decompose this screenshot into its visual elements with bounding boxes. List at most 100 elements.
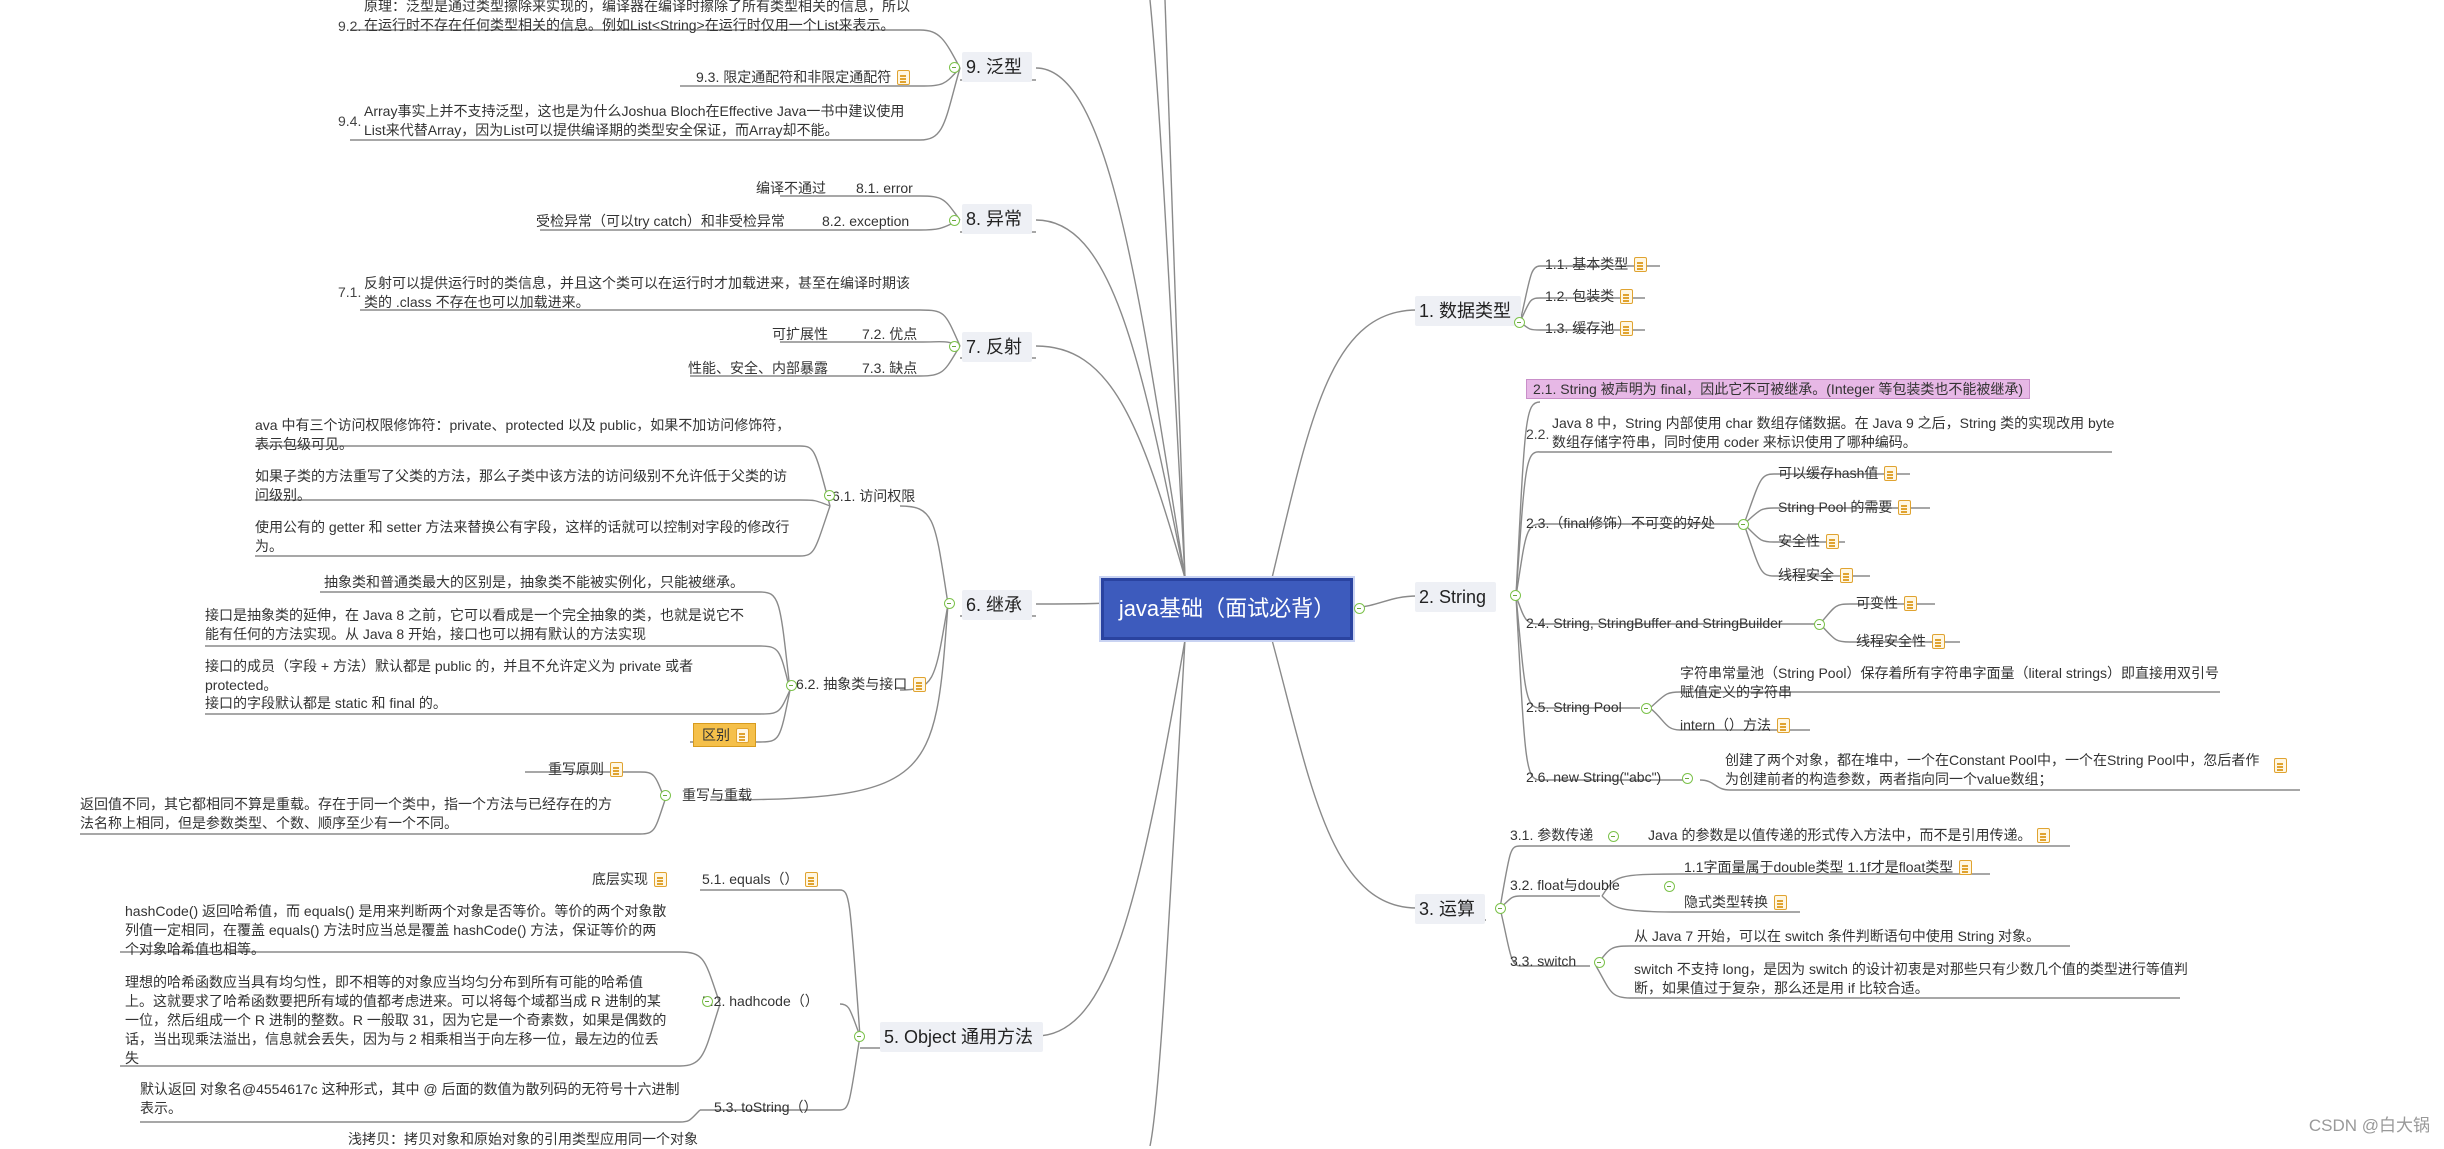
note-icon[interactable] (1904, 596, 1917, 611)
collapse-toggle-icon[interactable] (824, 490, 835, 501)
node-float-literal[interactable]: 1.1字面量属于double类型 1.1f才是float类型 (1684, 858, 1973, 877)
node-overload-detail[interactable]: 返回值不同，其它都相同不算是重载。存在于同一个类中，指一个方法与已经存在的方法名… (80, 796, 612, 831)
branch-generics[interactable]: 9. 泛型 (962, 52, 1033, 82)
collapse-toggle-icon[interactable] (1814, 619, 1825, 630)
note-icon[interactable] (736, 728, 749, 743)
node-intern-method[interactable]: intern（）方法 (1680, 716, 1791, 735)
note-icon[interactable] (804, 872, 818, 887)
branch-exceptions[interactable]: 8. 异常 (962, 204, 1033, 234)
note-icon[interactable] (2037, 828, 2051, 843)
node-interface-members[interactable]: 接口的成员（字段 + 方法）默认都是 public 的，并且不允许定义为 pri… (205, 658, 694, 693)
node-switch[interactable]: 3.3. switch (1510, 953, 1577, 969)
collapse-toggle-icon[interactable] (1682, 773, 1693, 784)
collapse-toggle-icon[interactable] (944, 598, 955, 609)
node-new-string-detail[interactable]: 创建了两个对象，都在堆中，一个在Constant Pool中，一个在String… (1725, 752, 2260, 787)
branch-data-types[interactable]: 1. 数据类型 (1415, 296, 1522, 326)
branch-string[interactable]: 2. String (1415, 582, 1497, 612)
node-thread-safe[interactable]: 线程安全 (1778, 566, 1853, 585)
node-pass-by-value[interactable]: Java 的参数是以值传递的形式传入方法中，而不是引用传递。 (1648, 826, 2051, 845)
note-icon[interactable] (1777, 718, 1791, 733)
collapse-toggle-icon[interactable] (854, 1031, 865, 1042)
node-wrapper-class[interactable]: 1.2. 包装类 (1545, 287, 1634, 306)
note-icon[interactable] (654, 872, 667, 887)
collapse-toggle-icon[interactable] (1510, 590, 1521, 601)
node-basic-types[interactable]: 1.1. 基本类型 (1545, 255, 1648, 274)
node-mutability[interactable]: 可变性 (1856, 594, 1917, 613)
note-icon[interactable] (1840, 568, 1853, 583)
node-security[interactable]: 安全性 (1778, 532, 1839, 551)
collapse-toggle-icon[interactable] (1608, 831, 1619, 842)
node-param-passing[interactable]: 3.1. 参数传递 (1510, 827, 1594, 843)
note-icon[interactable] (610, 762, 623, 777)
collapse-toggle-icon[interactable] (786, 680, 797, 691)
branch-object-methods[interactable]: 5. Object 通用方法 (880, 1022, 1044, 1052)
collapse-toggle-icon[interactable] (1664, 881, 1675, 892)
node-cons-detail[interactable]: 性能、安全、内部暴露 (688, 360, 828, 376)
node-getter-setter[interactable]: 使用公有的 getter 和 setter 方法来替换公有字段，这样的话就可以控… (255, 519, 790, 554)
node-extensibility[interactable]: 可扩展性 (772, 326, 828, 342)
collapse-toggle-icon[interactable] (949, 341, 960, 352)
node-compile-fail[interactable]: 编译不通过 (756, 180, 826, 196)
node-string-pool[interactable]: 2.5. String Pool (1526, 699, 1622, 715)
node-abstract-class[interactable]: 抽象类和普通类最大的区别是，抽象类不能被实例化，只能被继承。 (324, 574, 744, 590)
node-hashcode-equals[interactable]: hashCode() 返回哈希值，而 equals() 是用来判断两个对象是否等… (125, 903, 667, 957)
collapse-toggle-icon[interactable] (949, 215, 960, 226)
difference-label-tag[interactable]: 区别 (693, 723, 756, 747)
node-cons[interactable]: 7.3. 缺点 (862, 360, 918, 376)
branch-operations[interactable]: 3. 运算 (1415, 894, 1486, 924)
note-icon[interactable] (1634, 257, 1648, 272)
root-topic[interactable]: java基础（面试必背） (1101, 578, 1353, 640)
note-icon[interactable] (1932, 634, 1945, 649)
collapse-toggle-icon[interactable] (1641, 703, 1652, 714)
node-switch-long[interactable]: switch 不支持 long，是因为 switch 的设计初衷是对那些只有少数… (1634, 961, 2188, 996)
node-interface-fields[interactable]: 接口的字段默认都是 static 和 final 的。 (205, 695, 447, 711)
node-equals[interactable]: 5.1. equals（） (702, 870, 818, 889)
node-pros[interactable]: 7.2. 优点 (862, 326, 918, 342)
collapse-toggle-icon[interactable] (1354, 603, 1365, 614)
collapse-toggle-icon[interactable] (949, 62, 960, 73)
collapse-toggle-icon[interactable] (1495, 903, 1506, 914)
node-switch-string[interactable]: 从 Java 7 开始，可以在 switch 条件判断语句中使用 String … (1634, 928, 2041, 944)
node-thread-safety[interactable]: 线程安全性 (1856, 632, 1945, 651)
node-constant-pool[interactable]: 字符串常量池（String Pool）保存着所有字符串字面量（literal s… (1680, 665, 2220, 700)
node-new-string[interactable]: 2.6. new String("abc") (1526, 769, 1662, 785)
node-interface-extension[interactable]: 接口是抽象类的延伸，在 Java 8 之前，它可以看成是一个完全抽象的类，也就是… (205, 607, 745, 642)
node-override-rules[interactable]: 重写原则 (548, 760, 623, 779)
collapse-toggle-icon[interactable] (702, 996, 713, 1007)
collapse-toggle-icon[interactable] (1738, 519, 1749, 530)
note-icon[interactable] (1898, 500, 1912, 515)
node-cache-hash[interactable]: 可以缓存hash值 (1778, 464, 1898, 483)
note-icon[interactable] (1959, 860, 1973, 875)
node-tostring[interactable]: 5.3. toString（） (714, 1099, 818, 1115)
node-immutable-benefits[interactable]: 2.3.（final修饰）不可变的好处 (1526, 515, 1716, 531)
note-icon[interactable] (1826, 534, 1839, 549)
node-checked-unchecked[interactable]: 受检异常（可以try catch）和非受检异常 (536, 213, 785, 229)
note-icon[interactable] (1884, 466, 1898, 481)
note-icon[interactable] (1620, 321, 1634, 336)
note-icon[interactable] (2274, 758, 2287, 773)
node-implicit-cast[interactable]: 隐式类型转换 (1684, 893, 1787, 912)
node-tostring-default[interactable]: 默认返回 对象名@4554617c 这种形式，其中 @ 后面的数值为散列码的无符… (140, 1081, 680, 1116)
node-string-final[interactable]: 2.1. String 被声明为 final，因此它不可被继承。(Integer… (1526, 379, 2031, 399)
node-array-generics[interactable]: Array事实上并不支持泛型，这也是为什么Joshua Bloch在Effect… (364, 103, 905, 138)
node-reflection-runtime[interactable]: 反射可以提供运行时的类信息，并且这个类可以在运行时才加载进来，甚至在编译时期该类… (364, 275, 910, 310)
node-string-builder[interactable]: 2.4. String, StringBuffer and StringBuil… (1526, 615, 1783, 631)
node-string-pool-need[interactable]: String Pool 的需要 (1778, 498, 1912, 517)
node-error[interactable]: 8.1. error (856, 180, 913, 196)
note-icon[interactable] (1774, 895, 1787, 910)
node-hash-function[interactable]: 理想的哈希函数应当具有均匀性，即不相等的对象应当均匀分布到所有可能的哈希值上。这… (125, 974, 667, 1066)
node-string-storage[interactable]: Java 8 中，String 内部使用 char 数组存储数据。在 Java … (1552, 415, 2115, 450)
collapse-toggle-icon[interactable] (1514, 317, 1525, 328)
note-icon[interactable] (913, 677, 927, 692)
node-underlying-impl[interactable]: 底层实现 (592, 870, 667, 889)
node-cache-pool[interactable]: 1.3. 缓存池 (1545, 319, 1634, 338)
node-shallow-copy[interactable]: 浅拷贝：拷贝对象和原始对象的引用类型应用同一个对象 (348, 1131, 698, 1147)
node-wildcards[interactable]: 9.3. 限定通配符和非限定通配符 (696, 68, 911, 87)
node-access-modifiers[interactable]: ava 中有三个访问权限修饰符：private、protected 以及 pub… (255, 417, 791, 452)
node-access-control[interactable]: 6.1. 访问权限 (832, 488, 916, 504)
node-hashcode[interactable]: 5.2. hadhcode（） (702, 993, 819, 1009)
node-float-double[interactable]: 3.2. float与double (1510, 877, 1620, 893)
branch-reflection[interactable]: 7. 反射 (962, 332, 1033, 362)
note-icon[interactable] (1620, 289, 1634, 304)
node-abstract-interface[interactable]: 6.2. 抽象类与接口 (796, 675, 927, 694)
